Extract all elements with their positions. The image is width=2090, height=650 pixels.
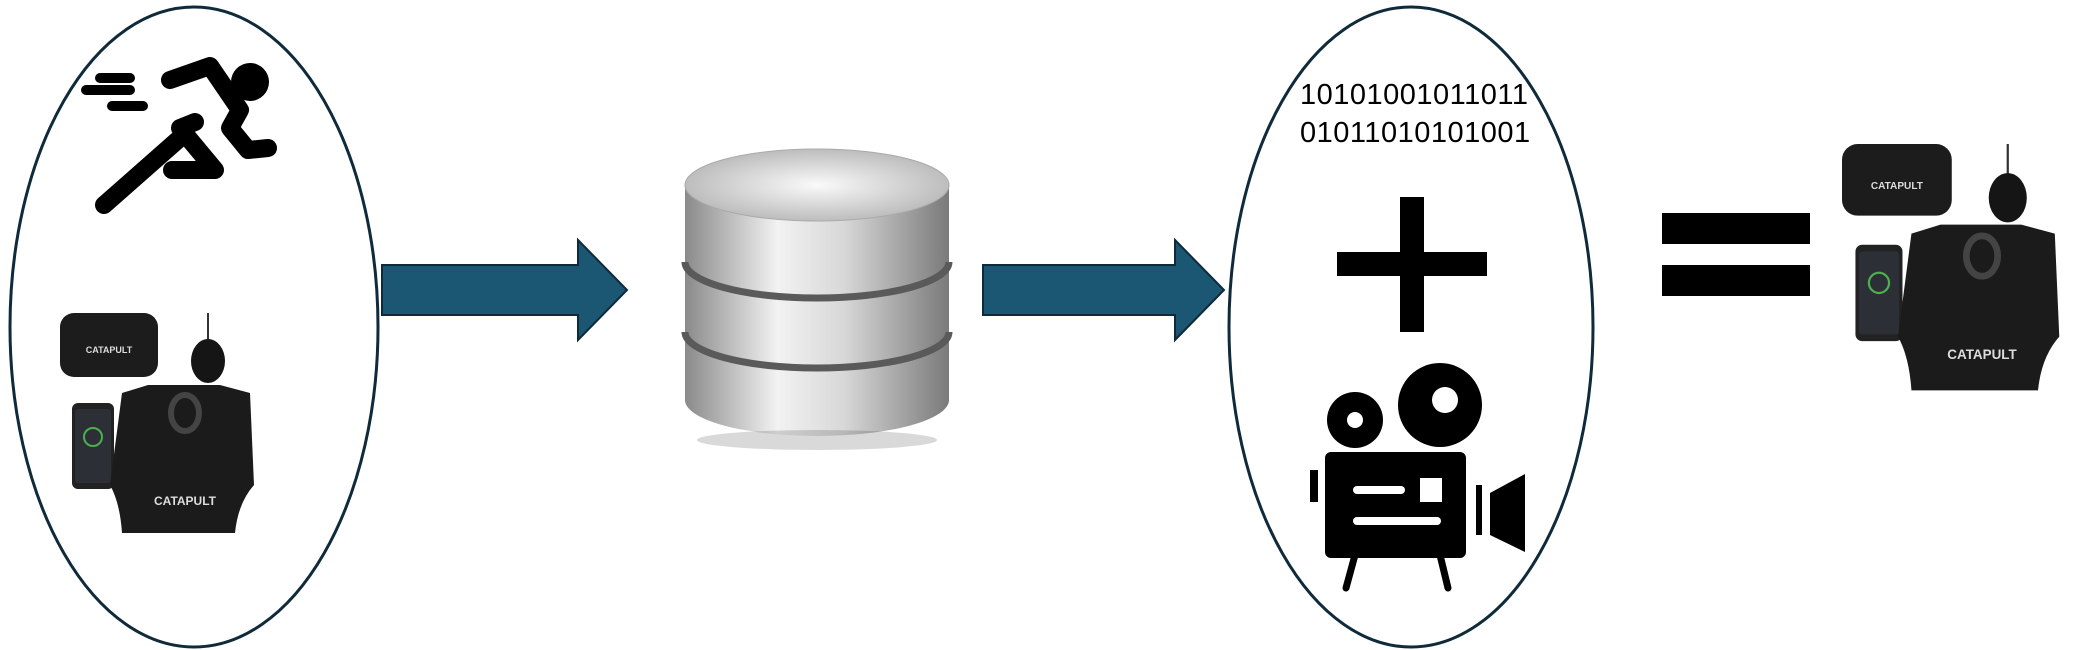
arrow-right-icon <box>381 237 629 343</box>
binary-line: 01011010101001 <box>1300 117 1531 149</box>
database-icon <box>681 148 953 450</box>
binary-data-text: 10101001011011 01011010101001 <box>1300 76 1531 152</box>
binary-line: 10101001011011 <box>1300 79 1529 111</box>
video-camera-icon <box>1310 363 1525 592</box>
case-brand-label: CATAPULT <box>86 345 133 355</box>
running-person-icon <box>81 57 277 214</box>
vest-brand-label: CATAPULT <box>1947 347 2017 362</box>
input-group-ellipse <box>8 5 380 649</box>
arrow-right-icon <box>982 237 1226 343</box>
catapult-wearable-kit-image: CATAPULT CATAPULT <box>1842 144 2059 390</box>
vest-brand-label: CATAPULT <box>154 494 217 508</box>
plus-icon <box>1337 197 1487 332</box>
case-brand-label: CATAPULT <box>1871 181 1924 192</box>
equals-icon <box>1662 213 1810 296</box>
catapult-wearable-kit-image: CATAPULT CATAPULT <box>60 313 254 533</box>
output-group-ellipse <box>1227 5 1595 649</box>
